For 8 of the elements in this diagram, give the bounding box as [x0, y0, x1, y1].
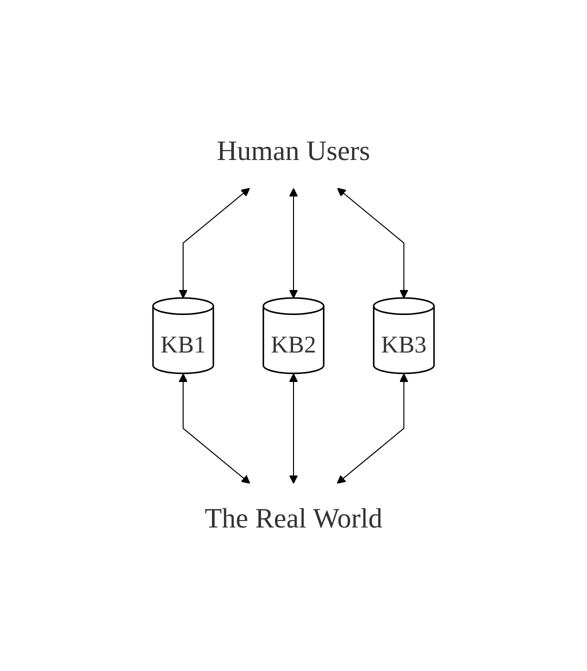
node-text: Human Users	[216, 136, 370, 167]
arrow	[178, 373, 250, 484]
arrow	[289, 188, 298, 298]
arrow	[336, 373, 408, 484]
node-text: The Real World	[204, 503, 382, 534]
arrow	[178, 188, 250, 298]
arrow	[337, 188, 408, 298]
arrow	[289, 373, 298, 484]
